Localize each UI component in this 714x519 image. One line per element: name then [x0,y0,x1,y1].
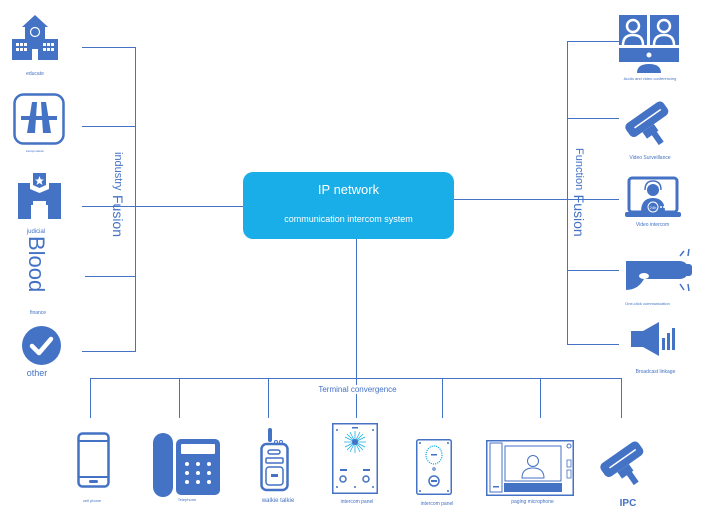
terminal-label-ipc: IPC [619,498,637,509]
security-camera-icon [623,95,679,145]
terminal-trunk [356,239,357,379]
intercom-panel-icon [332,423,378,494]
terminal-drop-1 [90,378,91,418]
industry-branch-5 [82,351,136,352]
industry-label-educate: educate [26,71,44,77]
industry-label-blood: Blood [24,236,49,293]
terminal-label-walkie-talkie: walkie talkie [261,498,295,504]
industry-label-transportation: transportation [25,149,45,153]
terminal-drop-2 [179,378,180,418]
terminal-drop-5 [442,378,443,418]
terminal-label-cell-phone: cell phone [82,498,102,503]
walkie-talkie-icon [260,428,292,492]
courthouse-icon [18,173,61,219]
industry-branch-2 [82,126,136,127]
terminal-drop-3 [268,378,269,418]
function-branch-2 [567,118,619,119]
hub-subtitle: communication intercom system [284,214,413,224]
mobile-phone-icon [77,432,110,488]
check-circle-icon [22,326,61,365]
paging-console-icon [486,440,574,496]
function-branch-4 [567,270,619,271]
support-agent-icon: 24h [625,176,681,219]
function-label-one-click: One-click communication [625,301,670,306]
intercom-panel-small-icon [416,439,452,495]
desk-phone-icon [153,433,221,497]
video-conference-icon [619,15,679,73]
hub-title: IP network [317,182,380,197]
ip-camera-icon [598,434,654,486]
function-branch-1 [567,41,619,42]
function-label-conferencing: Audio and video conferencing [623,76,677,81]
terminal-drop-4 [356,378,357,418]
industry-bracket-vertical [135,47,136,352]
terminal-label-intercom-panel-2: intercom panel [420,501,454,507]
school-icon [12,15,58,60]
industry-branch-3 [82,206,243,207]
industry-label-other: other [26,368,48,378]
function-branch-5 [567,344,619,345]
industry-label-finance: finance [29,310,47,316]
svg-text:24h: 24h [650,205,657,210]
function-fusion-label: Function Fusion [571,148,587,237]
terminal-label-paging-microphone: paging microphone [511,499,554,505]
function-label-video-intercom: Video intercom [635,222,670,228]
function-label-surveillance: Video Surveillance [629,155,671,161]
industry-branch-1 [82,47,136,48]
function-branch-3 [454,199,619,200]
speaker-icon [631,322,677,356]
terminal-drop-6 [540,378,541,418]
terminal-label-telephone: Telephone [177,497,197,502]
terminal-drop-7 [621,378,622,418]
industry-fusion-label: industry Fusion [110,152,126,238]
push-button-icon [624,248,694,293]
function-label-broadcast: Broadcast linkage [635,369,676,375]
industry-branch-4 [85,276,136,277]
hub-box: IP network communication intercom system [243,172,454,239]
function-bracket-vertical [567,41,568,345]
industry-label-judicial: judicial [26,229,46,235]
highway-icon [13,93,65,145]
terminal-convergence-label: Terminal convergence [300,385,415,394]
terminal-label-intercom-panel-1: intercom panel [340,499,374,505]
